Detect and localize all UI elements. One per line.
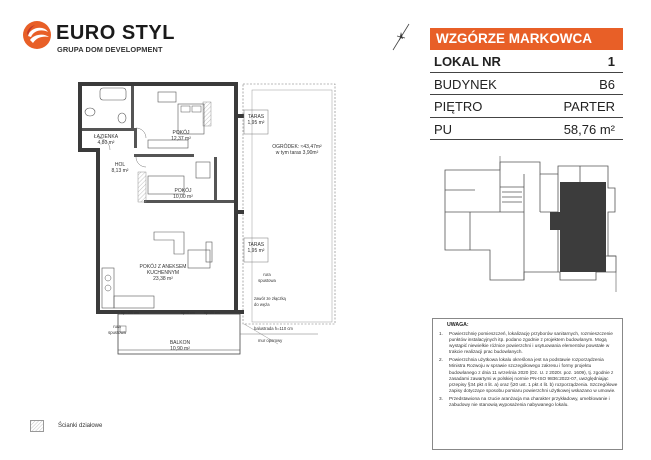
room-name: POKÓJ xyxy=(174,188,192,194)
room-label-hall: HOL 8,13 m² xyxy=(100,162,140,174)
room-area: 1,95 m² xyxy=(247,120,265,126)
room-name: POKÓJ Z ANEKSEM xyxy=(139,264,187,270)
info-label: PIĘTRO xyxy=(434,99,483,114)
room-area: 12,37 m² xyxy=(171,136,191,142)
room-label-terrace-2: TARAS 1,95 m² xyxy=(244,242,268,254)
note-text: Powierzchnia użytkowa lokalu określona j… xyxy=(449,357,618,393)
project-title: WZGÓRZE MARKOWCA xyxy=(430,28,623,50)
annotation-hp-1: hp=100 cm xyxy=(121,311,139,315)
room-name: HOL xyxy=(114,162,126,168)
info-value: B6 xyxy=(599,76,615,92)
room-name: TARAS xyxy=(247,242,265,248)
room-area: w tym taras 3,90m² xyxy=(275,150,319,156)
brand-logo: EURO STYL GRUPA DOM DEVELOPMENT xyxy=(22,18,175,58)
note-text: Przedstawiona na rzucie aranżacja ma cha… xyxy=(449,395,610,408)
info-row-unit-number: LOKAL NR 1 xyxy=(430,50,623,73)
room-name: BALKON xyxy=(169,340,191,346)
note-text: Powierzchnię pomieszczeń, lokalizację pr… xyxy=(449,331,613,355)
note-item: 3.Przedstawiona na rzucie aranżacja ma c… xyxy=(439,395,610,408)
eurostyl-logo-icon xyxy=(23,21,51,49)
room-label-bedroom-2: POKÓJ 10,00 m² xyxy=(158,188,208,200)
brand-subtitle: GRUPA DOM DEVELOPMENT xyxy=(57,45,163,54)
room-area: 4,80 m² xyxy=(97,140,115,146)
room-area: 10,00 m² xyxy=(173,194,193,200)
room-name: ŁAZIENKA xyxy=(93,134,119,140)
annotation-drainpipe-1: rura spustowa xyxy=(258,272,276,283)
note-item: 2.Powierzchnia użytkowa lokalu określona… xyxy=(439,357,618,393)
info-label: LOKAL NR xyxy=(434,54,501,69)
unit-info-panel: WZGÓRZE MARKOWCA LOKAL NR 1 BUDYNEK B6 P… xyxy=(430,28,623,140)
room-area: 10,90 m² xyxy=(170,346,190,352)
room-name: KUCHENNYM xyxy=(146,270,180,276)
annotation-hp-2: hp=0 cm xyxy=(181,311,195,315)
brand-name: EURO STYL xyxy=(56,22,175,44)
info-label: PU xyxy=(434,121,453,137)
room-label-garden: OGRÓDEK: ≈43,47m² w tym taras 3,90m² xyxy=(262,144,332,156)
room-label-living-kitchen: POKÓJ Z ANEKSEM KUCHENNYM 23,38 m² xyxy=(128,264,198,282)
room-label-balcony: BALKON 10,90 m² xyxy=(158,340,202,352)
annotation-retaining-wall: mur oporowy xyxy=(258,338,283,343)
info-value: PARTER xyxy=(563,99,615,114)
partition-wall-swatch xyxy=(30,420,44,432)
room-area: 8,13 m² xyxy=(111,168,129,174)
info-row-floor: PIĘTRO PARTER xyxy=(430,95,623,118)
floor-plan: ŁAZIENKA 4,80 m² POKÓJ 12,37 m² HOL 8,13… xyxy=(78,82,338,372)
room-label-bathroom: ŁAZIENKA 4,80 m² xyxy=(84,134,128,146)
room-label-terrace-1: TARAS 1,95 m² xyxy=(244,114,268,126)
notes-title: UWAGA: xyxy=(447,322,469,328)
room-area: 23,38 m² xyxy=(153,276,173,282)
info-value: 58,76 m² xyxy=(563,121,615,137)
room-name: TARAS xyxy=(247,114,265,120)
building-key-plan xyxy=(444,156,617,292)
legend-label: Ścianki działowe xyxy=(58,423,103,429)
notes-box: UWAGA: 1.Powierzchnię pomieszczeń, lokal… xyxy=(432,318,623,450)
note-item: 1.Powierzchnię pomieszczeń, lokalizację … xyxy=(439,331,613,355)
room-label-bedroom-1: POKÓJ 12,37 m² xyxy=(156,130,206,142)
floor-plan-drawing xyxy=(78,82,336,355)
info-label: BUDYNEK xyxy=(434,76,497,92)
room-area: 1,95 m² xyxy=(247,248,265,254)
room-name: POKÓJ xyxy=(172,130,190,136)
info-row-building: BUDYNEK B6 xyxy=(430,73,623,95)
north-arrow-icon xyxy=(392,23,410,51)
annotation-drainpipe-2: rura spustowa xyxy=(108,324,126,335)
annotation-balustrade: balustrada h=110 cm xyxy=(254,326,293,331)
info-value: 1 xyxy=(607,54,615,69)
room-name: OGRÓDEK: ≈43,47m² xyxy=(272,144,322,150)
annotation-valve: zawór ze złączką do węża xyxy=(254,296,286,307)
info-row-area: PU 58,76 m² xyxy=(430,118,623,140)
annotation-hp-3: hp=20 cm xyxy=(204,311,220,315)
